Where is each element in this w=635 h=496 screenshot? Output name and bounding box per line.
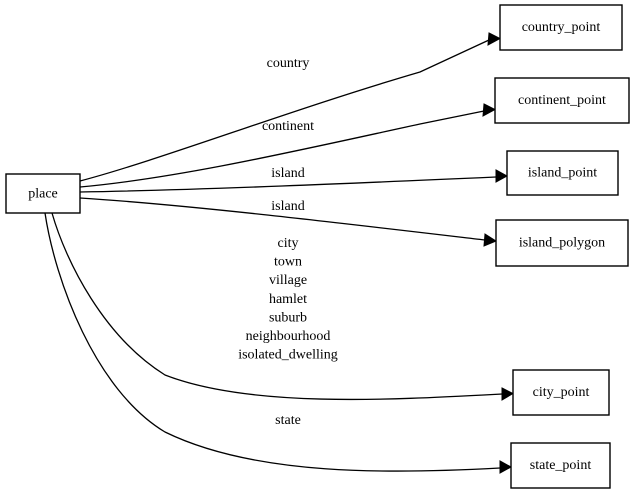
edge-place-to-continent-point [79, 103, 497, 188]
node-box-city-point[interactable] [512, 369, 610, 416]
edge-label-city-line: town [274, 255, 302, 270]
node-label-state-point: state_point [530, 458, 592, 473]
arrowhead-island-point [495, 169, 509, 183]
edge-label-city-line: hamlet [269, 292, 307, 307]
arrowhead-country-point [487, 32, 502, 46]
edge-path-state-point [44, 212, 501, 472]
node-island-point[interactable]: island_point [506, 150, 619, 196]
edge-label-country: country [267, 56, 310, 71]
node-label-continent-point: continent_point [518, 93, 606, 108]
edge-label-city-line: neighbourhood [246, 329, 331, 344]
arrowhead-city-point [501, 387, 515, 401]
node-label-place: place [28, 187, 58, 202]
edge-path-island-point [79, 176, 497, 193]
node-city-point[interactable]: city_point [512, 369, 610, 416]
arrowhead-island-polygon [483, 233, 498, 247]
node-continent-point[interactable]: continent_point [494, 77, 630, 124]
edge-label-state: state [275, 413, 301, 428]
node-label-island-point: island_point [528, 166, 597, 181]
edge-label-city-line: city [278, 236, 299, 251]
arrowhead-continent-point [482, 103, 497, 117]
node-label-country-point: country_point [522, 20, 601, 35]
node-state-point[interactable]: state_point [510, 442, 611, 489]
edge-place-to-island-polygon [79, 197, 498, 247]
arrowhead-state-point [499, 460, 513, 474]
edge-place-to-country-point [79, 32, 502, 182]
node-box-island-polygon[interactable] [495, 219, 629, 267]
node-island-polygon[interactable]: island_polygon [495, 219, 629, 267]
edge-place-to-state-point [44, 212, 513, 474]
node-box-continent-point[interactable] [494, 77, 630, 124]
edge-label-city-group: city town village hamlet suburb neighbourhood… [238, 236, 338, 363]
edge-path-island-polygon [79, 197, 486, 241]
edge-label-continent: continent [262, 119, 314, 134]
node-place[interactable]: place [5, 173, 81, 214]
node-country-point[interactable]: country_point [499, 4, 623, 51]
node-label-island-polygon: island_polygon [519, 236, 605, 251]
edge-path-country [79, 39, 490, 182]
edge-label-island-point: island [271, 166, 304, 181]
edge-path-continent [79, 110, 485, 188]
node-box-country-point[interactable] [499, 4, 623, 51]
edge-label-city-line: suburb [269, 310, 307, 325]
node-label-city-point: city_point [533, 385, 590, 400]
edge-place-to-city-point [51, 212, 515, 401]
node-box-place[interactable] [5, 173, 81, 214]
edge-label-city-line: village [269, 273, 307, 288]
edge-place-to-island-point [79, 169, 509, 193]
edge-path-city-point [51, 212, 503, 401]
edge-label-city-line: isolated_dwelling [238, 348, 338, 363]
edge-label-island-polygon: island [271, 199, 304, 214]
node-box-island-point[interactable] [506, 150, 619, 196]
node-box-state-point[interactable] [510, 442, 611, 489]
